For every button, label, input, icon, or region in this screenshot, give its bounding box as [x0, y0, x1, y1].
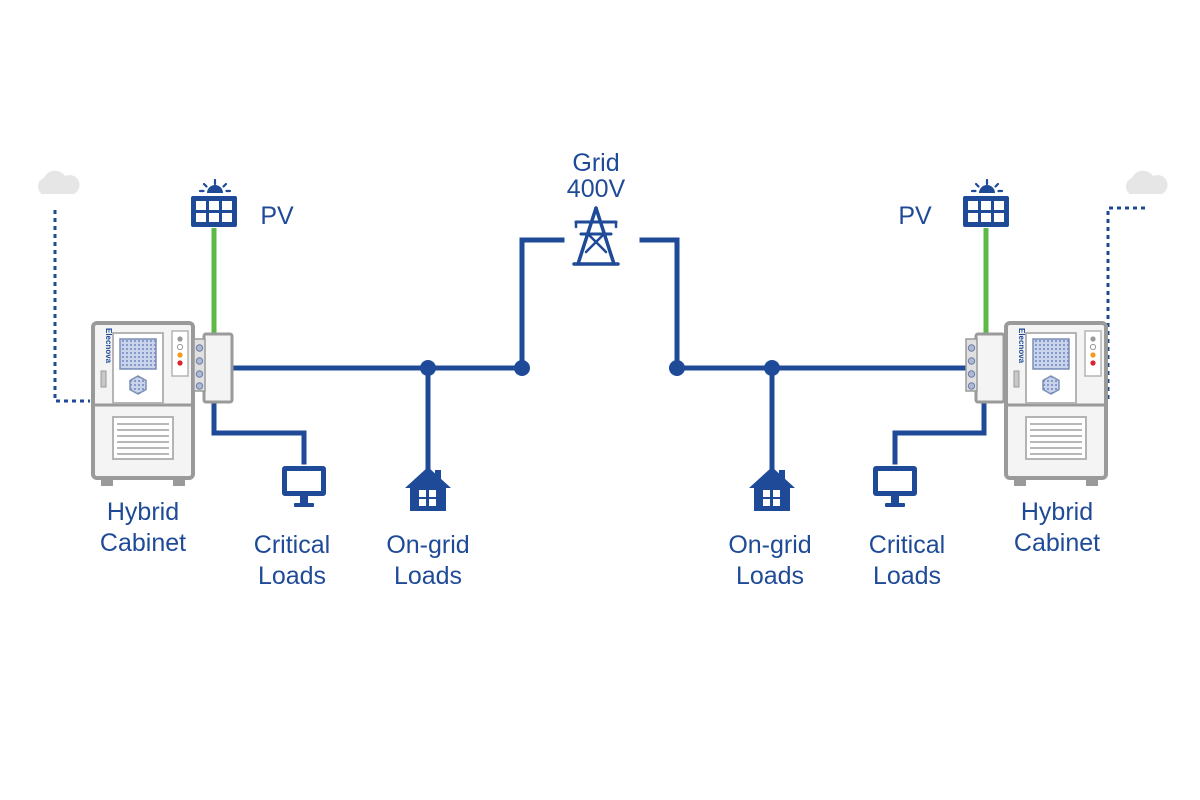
- right-ongrid-loads-label: On-grid Loads: [728, 531, 812, 590]
- left-bus-junction-dot: [420, 360, 436, 376]
- left-cabinet-brand: Elecnova: [104, 328, 113, 364]
- right-terminal-block-icon: [964, 332, 1006, 404]
- grid-label: Grid 400V: [566, 149, 626, 203]
- left-cloud-icon: [37, 170, 80, 194]
- left-critical-loads-label: Critical Loads: [253, 531, 331, 590]
- left-grid-connection-dot: [514, 360, 530, 376]
- left-ongrid-loads-label: On-grid Loads: [386, 531, 470, 590]
- left-hybrid-cabinet-label: Hybrid Cabinet: [99, 498, 187, 557]
- right-critical-feeder-line: [892, 399, 987, 465]
- left-communication-link: [53, 210, 90, 403]
- right-solar-panel-icon: [961, 178, 1011, 229]
- left-pv-label: PV: [260, 202, 294, 230]
- left-hybrid-cabinet-icon: Elecnova: [91, 321, 195, 488]
- right-cloud-icon: [1125, 170, 1168, 194]
- left-solar-panel-icon: [189, 178, 239, 229]
- right-main-bus-line: [639, 237, 977, 371]
- right-hybrid-cabinet-icon: Elecnova: [1004, 321, 1108, 488]
- left-terminal-block-icon: [192, 332, 234, 404]
- right-ongrid-load-house-icon: [749, 467, 795, 511]
- right-critical-load-monitor-icon: [873, 466, 917, 507]
- transmission-tower-icon: [572, 206, 620, 266]
- left-main-bus-line: [225, 237, 565, 371]
- left-ongrid-load-house-icon: [405, 467, 451, 511]
- right-cabinet-brand: Elecnova: [1017, 328, 1026, 364]
- right-pv-label: PV: [898, 202, 932, 230]
- right-bus-junction-dot: [764, 360, 780, 376]
- left-critical-load-monitor-icon: [282, 466, 326, 507]
- right-critical-loads-label: Critical Loads: [868, 531, 946, 590]
- right-communication-link: [1106, 206, 1145, 401]
- right-grid-connection-dot: [669, 360, 685, 376]
- left-critical-feeder-line: [211, 399, 307, 465]
- right-hybrid-cabinet-label: Hybrid Cabinet: [1013, 498, 1101, 557]
